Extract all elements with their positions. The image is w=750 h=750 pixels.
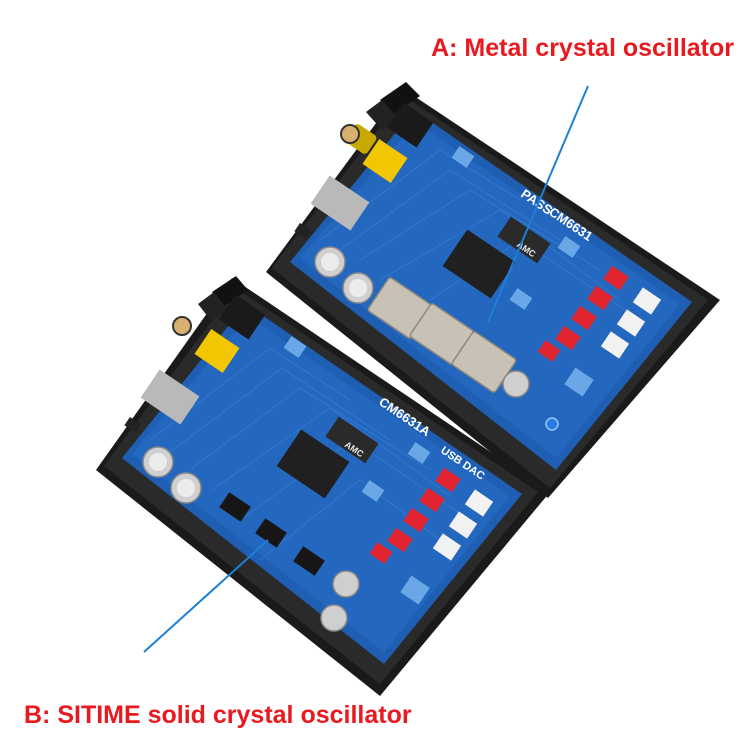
upper-output-blocks <box>537 265 662 362</box>
caption-metal-crystal-oscillator: A: Metal crystal oscillator <box>431 34 734 62</box>
caption-sitime-solid-crystal-oscillator: B: SITIME solid crystal oscillator <box>24 701 412 729</box>
sitime-solid-oscillators <box>219 492 325 576</box>
lower-dac-board: AMC CM6631A USB DAC <box>96 276 550 696</box>
metal-crystal-oscillators <box>367 277 517 393</box>
pointer-line-b <box>143 539 269 653</box>
lower-output-blocks <box>369 467 494 564</box>
pointer-line-a <box>487 85 589 323</box>
upper-dac-board: AMC PASS CM6631 <box>266 82 720 498</box>
